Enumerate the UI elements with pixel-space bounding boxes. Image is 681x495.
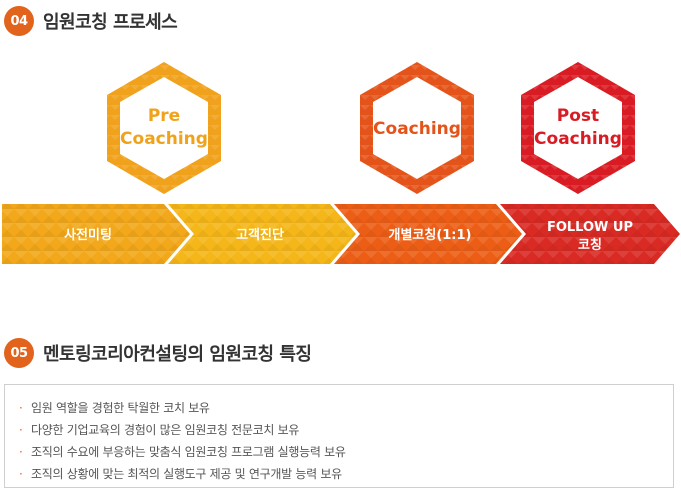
section-number-badge: 05 bbox=[4, 338, 34, 368]
process-step-label-line1: FOLLOW UP bbox=[547, 220, 633, 235]
hexagon-pre-coaching: Pre Coaching bbox=[107, 62, 221, 194]
process-step-label: 개별코칭(1:1) bbox=[388, 227, 471, 243]
section-title: 멘토링코리아컨설팅의 임원코칭 특징 bbox=[43, 344, 312, 365]
bullet-icon: · bbox=[19, 401, 23, 415]
hexagon-label-line1: Post bbox=[557, 106, 599, 126]
feature-text: 조직의 상황에 맞는 최적의 실행도구 제공 및 연구개발 능력 보유 bbox=[31, 467, 342, 481]
process-diagram: Pre Coaching Coaching Post Coaching 사전미팅… bbox=[2, 62, 680, 264]
bullet-icon: · bbox=[19, 445, 23, 459]
feature-text: 조직의 수요에 부응하는 맞춤식 임원코칭 프로그램 실행능력 보유 bbox=[31, 445, 346, 459]
process-step-label: 고객진단 bbox=[236, 227, 284, 243]
section-header-process: 04 임원코칭 프로세스 bbox=[4, 6, 178, 36]
list-item: · 다양한 기업교육의 경험이 많은 임원코칭 전문코치 보유 bbox=[19, 420, 673, 442]
list-item: · 조직의 상황에 맞는 최적의 실행도구 제공 및 연구개발 능력 보유 bbox=[19, 464, 673, 486]
section-number-badge: 04 bbox=[4, 6, 34, 36]
bullet-icon: · bbox=[19, 423, 23, 437]
process-step-label: 사전미팅 bbox=[64, 227, 112, 243]
section-title: 임원코칭 프로세스 bbox=[43, 12, 178, 33]
process-step-3: 개별코칭(1:1) bbox=[334, 204, 522, 264]
hexagon-label-line2: Coaching bbox=[120, 129, 208, 149]
hexagon-label-line1: Coaching bbox=[373, 119, 461, 139]
feature-text: 다양한 기업교육의 경험이 많은 임원코칭 전문코치 보유 bbox=[31, 423, 300, 437]
features-list: · 임원 역할을 경험한 탁월한 코치 보유 · 다양한 기업교육의 경험이 많은 … bbox=[5, 385, 673, 486]
section-header-features: 05 멘토링코리아컨설팅의 임원코칭 특징 bbox=[4, 338, 312, 368]
process-step-label-line2: 코칭 bbox=[578, 237, 602, 253]
process-step-2: 고객진단 bbox=[168, 204, 356, 264]
bullet-icon: · bbox=[19, 467, 23, 481]
features-box: · 임원 역할을 경험한 탁월한 코치 보유 · 다양한 기업교육의 경험이 많은 … bbox=[4, 384, 674, 488]
hexagon-coaching: Coaching bbox=[360, 62, 474, 194]
process-step-1: 사전미팅 bbox=[2, 204, 190, 264]
list-item: · 조직의 수요에 부응하는 맞춤식 임원코칭 프로그램 실행능력 보유 bbox=[19, 442, 673, 464]
hexagon-label-line1: Pre bbox=[148, 106, 180, 126]
hexagon-post-coaching: Post Coaching bbox=[521, 62, 635, 194]
list-item: · 임원 역할을 경험한 탁월한 코치 보유 bbox=[19, 398, 673, 420]
feature-text: 임원 역할을 경험한 탁월한 코치 보유 bbox=[31, 401, 210, 415]
hexagon-label-line2: Coaching bbox=[534, 129, 622, 149]
process-step-4: FOLLOW UP 코칭 bbox=[500, 204, 680, 264]
